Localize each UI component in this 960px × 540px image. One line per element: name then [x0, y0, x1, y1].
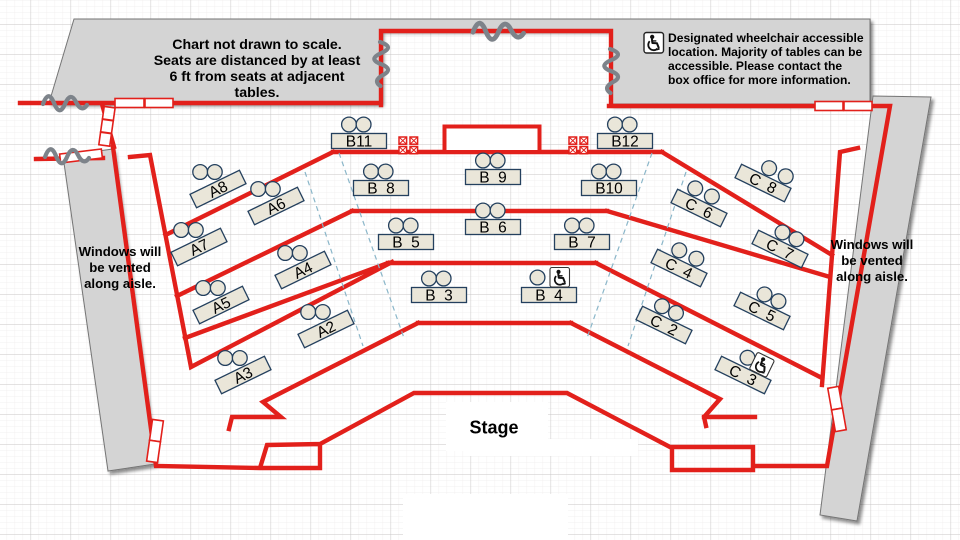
svg-text:Windows will: Windows will — [79, 244, 162, 259]
svg-text:A5: A5 — [209, 294, 234, 318]
svg-text:B 4: B 4 — [535, 288, 563, 305]
svg-text:B 9: B 9 — [479, 170, 507, 187]
svg-text:B 5: B 5 — [392, 235, 420, 252]
svg-text:A3: A3 — [231, 364, 256, 388]
svg-text:be vented: be vented — [841, 253, 903, 268]
svg-text:B12: B12 — [611, 134, 639, 151]
svg-text:along aisle.: along aisle. — [836, 269, 908, 284]
svg-text:B 7: B 7 — [568, 235, 596, 252]
svg-text:Stage: Stage — [469, 418, 518, 438]
svg-text:A8: A8 — [206, 178, 231, 202]
svg-text:B10: B10 — [595, 181, 623, 198]
svg-text:Chart not drawn to scale.: Chart not drawn to scale. — [172, 37, 342, 53]
svg-text:A7: A7 — [187, 236, 212, 260]
svg-text:box office for more informatio: box office for more information. — [668, 73, 851, 87]
svg-text:Seats are distanced by at leas: Seats are distanced by at least — [154, 53, 361, 69]
svg-text:A2: A2 — [314, 318, 339, 342]
svg-text:B11: B11 — [346, 134, 372, 151]
svg-text:location. Majority of tables c: location. Majority of tables can be — [668, 45, 862, 59]
svg-text:Windows will: Windows will — [831, 237, 914, 252]
svg-text:A4: A4 — [291, 259, 316, 283]
svg-text:A6: A6 — [264, 195, 289, 219]
svg-text:B 3: B 3 — [425, 288, 453, 305]
svg-text:tables.: tables. — [235, 85, 280, 101]
svg-text:accessible. Please contact the: accessible. Please contact the — [668, 59, 842, 73]
svg-text:B 6: B 6 — [479, 220, 507, 237]
svg-text:be vented: be vented — [89, 260, 151, 275]
svg-text:6 ft from seats at adjacent: 6 ft from seats at adjacent — [169, 69, 344, 85]
svg-text:Designated wheelchair accessib: Designated wheelchair accessible — [668, 31, 864, 45]
svg-text:B 8: B 8 — [367, 181, 395, 198]
svg-text:along aisle.: along aisle. — [84, 276, 156, 291]
